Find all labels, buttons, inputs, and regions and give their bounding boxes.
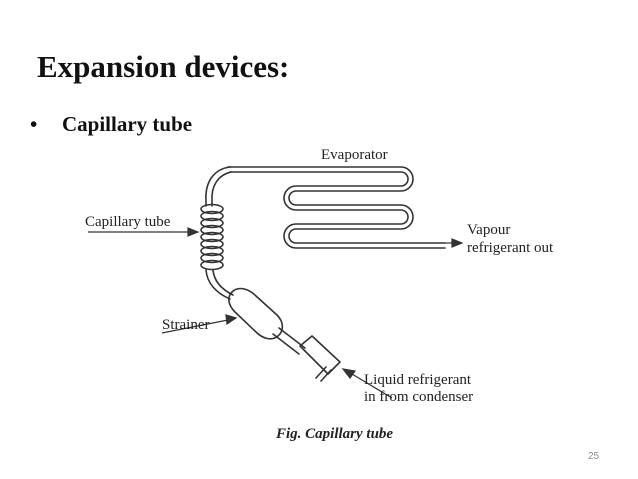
label-capillary-tube: Capillary tube [85,214,171,230]
label-liquid-refrigerant: Liquid refrigerant [364,372,472,388]
label-vapour: Vapour [467,222,510,238]
evaporator-coil-inner [229,171,446,249]
bullet-symbol: • [30,112,38,136]
condenser-fitting [299,335,341,375]
label-strainer: Strainer [162,317,209,333]
slide-number: 25 [588,451,600,462]
slide-title: Expansion devices: [37,49,290,84]
fitting-end-lines [315,366,332,382]
arrow-strainer-head [225,314,238,326]
arrow-vapour-out-head [451,238,464,248]
label-evaporator: Evaporator [321,147,388,163]
label-refrigerant-out: refrigerant out [467,240,554,256]
arrow-liquid-in [351,373,393,399]
arrow-liquid-in-head [341,368,357,380]
arrow-strainer [161,319,229,334]
liquid-line-pipe-inner [272,333,300,355]
arrow-capillary-tube-head [187,227,200,237]
capillary-tube-line [205,166,231,207]
label-from-condenser: in from condenser [364,389,473,405]
strainer [228,287,284,340]
figure-caption: Fig. Capillary tube [275,426,393,442]
evaporator-coil [227,166,446,244]
capillary-helix [200,203,224,271]
bullet-item: • Capillary tube [30,112,192,137]
bullet-text: Capillary tube [62,112,193,136]
capillary-tube-line-inner [211,171,232,207]
capillary-to-strainer [205,269,231,300]
